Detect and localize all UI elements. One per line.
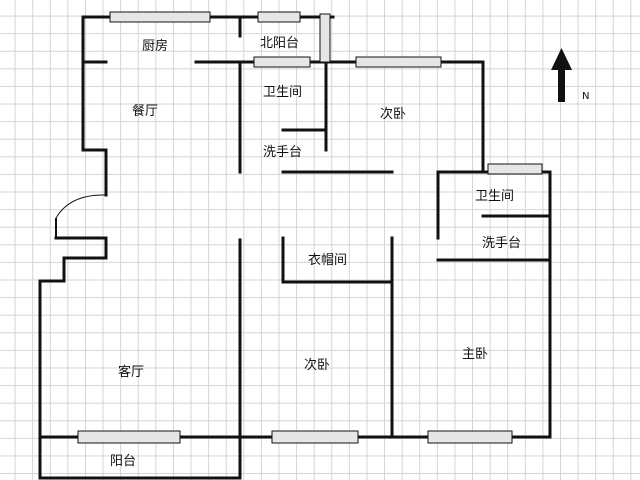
label-master-bedroom: 主卧 [462, 347, 488, 362]
label-secondary-bedroom-south: 次卧 [304, 357, 330, 373]
room-labels: 厨房 北阳台 餐厅 卫生间 洗手台 次卧 卫生间 洗手台 衣帽间 客厅 次卧 主… [110, 36, 521, 469]
window-north-balcony [257, 11, 301, 23]
window-kitchen [109, 11, 211, 23]
north-arrow-icon [551, 48, 572, 70]
door-swing-arc [55, 194, 107, 219]
compass-arrow-shaft [558, 66, 565, 102]
label-cloakroom: 衣帽间 [308, 252, 347, 268]
label-living-room: 客厅 [118, 364, 144, 380]
window-secondary-bedroom-north [355, 56, 442, 68]
window-master-bedroom [427, 430, 513, 444]
compass-north-label: N [582, 91, 589, 102]
label-bathroom-east: 卫生间 [475, 189, 514, 204]
windows [77, 11, 543, 444]
label-secondary-bedroom-north: 次卧 [380, 106, 406, 122]
window-secondary-bedroom-south [271, 430, 359, 444]
window-north-balcony-side [319, 13, 331, 63]
window-south-balcony [77, 430, 181, 444]
label-dining-room: 餐厅 [132, 103, 158, 119]
entrance-door [55, 194, 107, 238]
label-washbasin-north: 洗手台 [263, 145, 302, 160]
label-south-balcony: 阳台 [110, 454, 136, 469]
label-kitchen: 厨房 [142, 38, 168, 54]
label-bathroom-north: 卫生间 [263, 85, 302, 100]
compass: N [551, 48, 589, 102]
window-bathroom-north [253, 56, 311, 68]
window-bathroom-east [487, 163, 543, 175]
label-north-balcony: 北阳台 [260, 36, 299, 51]
label-washbasin-east: 洗手台 [482, 236, 521, 251]
